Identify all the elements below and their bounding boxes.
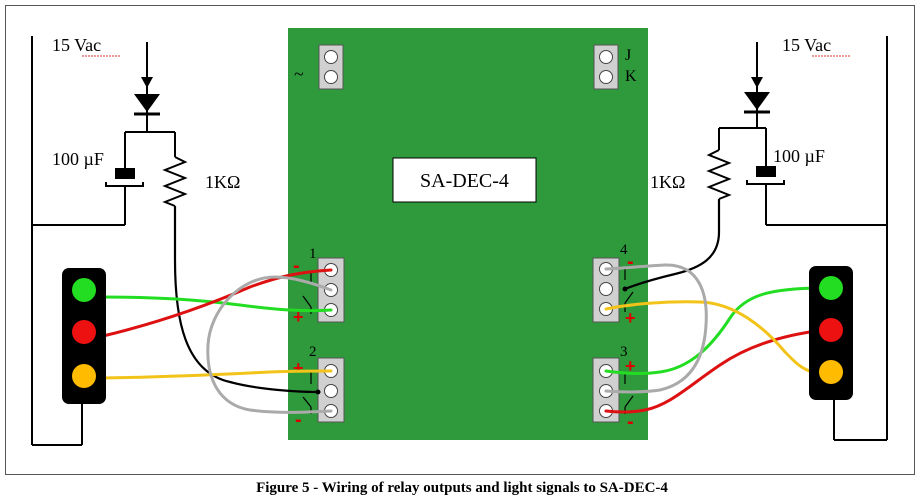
wire-yellow-left [101,369,333,380]
sa-dec-4-board [288,28,648,440]
left-voltage-label: 15 Vac [52,35,101,55]
left-capacitor-curve [105,182,144,187]
board-name: SA-DEC-4 [420,170,509,192]
left-capacitor-label: 100 µF [52,149,104,169]
output-2-minus: - [295,409,302,431]
wire-green-right [604,286,827,376]
right-signal-head[interactable] [809,266,853,400]
right-capacitor-curve [746,180,785,185]
wire-yellow-right [604,300,814,374]
right-capacitor-label: 100 µF [773,146,825,166]
right-voltage-label: 15 Vac [782,35,831,55]
power-terminal[interactable] [318,44,344,90]
right-yellow-lamp [819,360,843,384]
output-3-number: 3 [620,344,628,360]
k-label: K [625,68,637,85]
output-4-number: 4 [620,242,628,258]
right-red-lamp [819,318,843,342]
wire-gray-left [206,275,333,414]
diagram-frame [5,5,915,475]
right-resistor-label: 1KΩ [650,172,685,192]
output-3-minus: - [627,411,634,433]
left-resistor-label: 1KΩ [205,172,240,192]
left-signal-head[interactable] [62,268,106,404]
right-arrow-head [751,77,763,88]
left-red-lamp [72,320,96,344]
left-junction-dot [315,389,321,395]
output-3-plus: + [625,356,636,376]
power-symbol: ~ [294,64,304,84]
output-4-plus: + [625,308,636,328]
output-4-minus: - [627,251,634,273]
figure-caption: Figure 5 - Wiring of relay outputs and l… [256,480,668,496]
wire-red-right [604,328,827,414]
left-green-lamp [72,278,96,302]
output-2-number: 2 [309,344,317,360]
jk-terminal[interactable] [593,44,619,90]
left-yellow-lamp [72,364,96,388]
wire-green-left [101,295,333,313]
wiring-diagram: SA-DEC-4 ~ J K 1 - + 2 + - [31,28,888,446]
left-capacitor-plate [115,168,135,179]
output-1-plus: + [293,307,304,327]
j-label: J [625,47,631,64]
output-1-number: 1 [309,246,317,262]
right-green-lamp [819,276,843,300]
right-junction-dot [622,286,628,292]
right-diode [744,92,770,110]
left-arrow-head [141,77,153,88]
output-2-plus: + [293,358,304,378]
left-diode [134,94,160,112]
wire-red-left [101,268,333,338]
right-capacitor-plate [756,166,776,177]
wire-gray-right [604,263,708,394]
left-supply-circuit [31,36,319,446]
output-1-minus: - [293,255,300,277]
board-name-box [392,157,537,203]
